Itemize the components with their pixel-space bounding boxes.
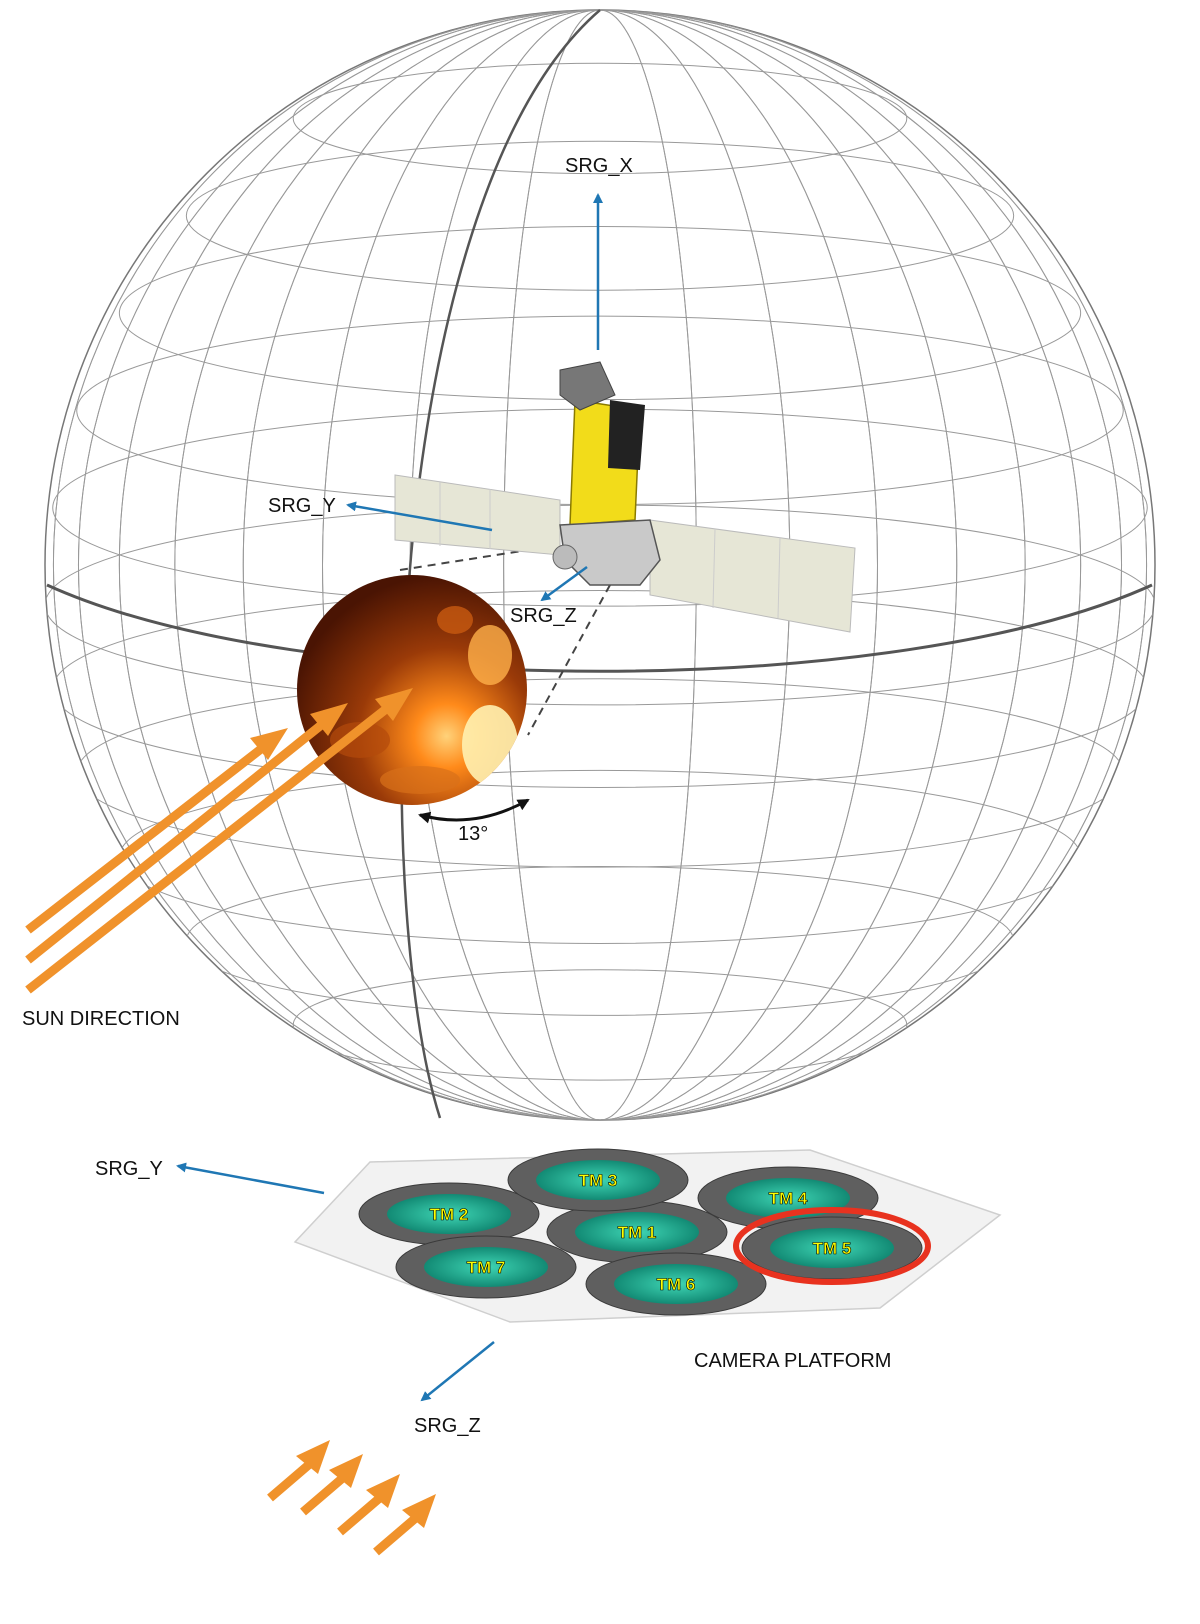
longitude-line: [77, 10, 1123, 1120]
telescope-module-tm3: TM 3: [507, 1148, 689, 1212]
camera-platform-label: CAMERA PLATFORM: [694, 1350, 891, 1372]
telescope-module-label: TM 3: [579, 1171, 618, 1190]
equator-line: [46, 583, 1153, 673]
telescope-module-label: TM 5: [813, 1239, 852, 1258]
sun-xray-image: [297, 575, 527, 805]
srg-z-axis-arrow-lower: [420, 1341, 495, 1402]
srg-z-label: SRG_Z: [510, 605, 577, 627]
telescope-module-label: TM 1: [618, 1223, 657, 1242]
srg-y-axis-arrow: [346, 501, 493, 532]
telescope-module-tm6: TM 6: [585, 1252, 767, 1316]
telescope-module-label: TM 4: [769, 1189, 808, 1208]
telescope-modules: TM 1 TM 2 TM 3 TM 4 TM 5 TM 6 TM 7: [358, 1148, 923, 1316]
longitude-line: [52, 10, 1148, 1120]
sun-direction-label: SUN DIRECTION: [22, 1008, 180, 1030]
srg-y-label: SRG_Y: [268, 495, 336, 517]
longitude-line: [322, 10, 878, 1120]
srg-z-axis-arrow: [540, 565, 588, 602]
telescope-module-tm7: TM 7: [395, 1235, 577, 1299]
main-meridian-line: [400, 9, 601, 1119]
longitude-line: [174, 10, 1026, 1120]
angle-label: 13°: [458, 823, 488, 845]
telescope-module-label: TM 2: [430, 1205, 469, 1224]
telescope-module-tm4: TM 4: [697, 1166, 879, 1230]
srg-x-label: SRG_X: [565, 155, 633, 177]
longitude-line: [118, 10, 1082, 1120]
longitude-line: [242, 10, 958, 1120]
srg-y-axis-arrow-lower: [176, 1162, 325, 1195]
tm5-highlight-ring: [733, 1207, 931, 1285]
srg-y-label-lower: SRG_Y: [95, 1158, 163, 1180]
telescope-module-label: TM 7: [467, 1258, 506, 1277]
field-of-view-lines: [399, 544, 611, 736]
srg-z-label-lower: SRG_Z: [414, 1415, 481, 1437]
sun-direction-arrows-lower: [267, 1440, 436, 1556]
telescope-module-tm1: TM 1: [546, 1200, 728, 1264]
sun-direction-arrows: [25, 688, 413, 994]
latitude-line: [185, 140, 1015, 291]
srg-spacecraft: [394, 361, 856, 633]
telescope-module-tm5: TM 5: [741, 1216, 923, 1280]
telescope-module-label: TM 6: [657, 1275, 696, 1294]
telescope-module-tm2: TM 2: [358, 1182, 540, 1246]
angle-arrow: [418, 798, 530, 824]
latitude-line: [292, 62, 908, 175]
